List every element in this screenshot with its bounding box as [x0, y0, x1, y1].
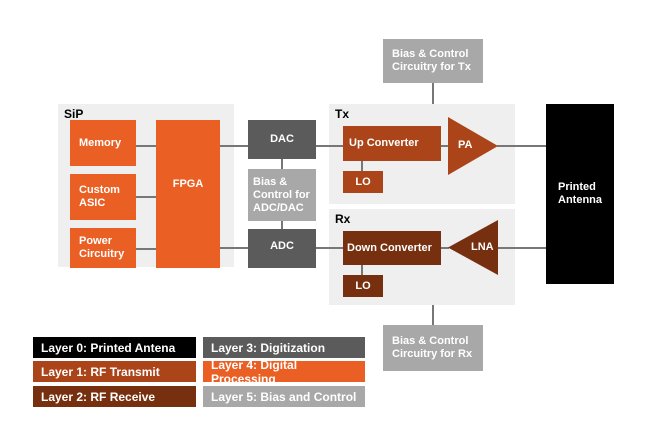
adc-downconv-line: [316, 247, 344, 249]
upconv-lo-line: [361, 161, 363, 173]
legend-label: Layer 1: RF Transmit: [41, 364, 160, 379]
adc-label: ADC: [270, 240, 294, 252]
memory-fpga-line: [136, 145, 156, 147]
memory-block: Memory: [70, 120, 136, 166]
legend-label: Layer 2: RF Receive: [41, 389, 156, 404]
lna-amplifier-icon: [448, 220, 498, 275]
lo-rx-label: LO: [355, 279, 371, 292]
legend-label: Layer 3: Digitization: [211, 340, 326, 355]
legend-item-layer-2: Layer 2: RF Receive: [33, 386, 196, 407]
lna-label: LNA: [471, 241, 494, 253]
sip-label: SiP: [64, 107, 84, 121]
upconv-pa-line: [441, 145, 449, 147]
fpga-block: FPGA: [156, 120, 220, 268]
printed-antenna-block: Printed Antenna: [546, 104, 614, 284]
fpga-label: FPGA: [172, 178, 204, 190]
bias-adc-dac-block: Bias & Control for ADC/DAC: [248, 169, 316, 221]
dac-upconv-line: [316, 145, 344, 147]
lo-rx-block: LO: [343, 275, 383, 297]
bias-adc-line: [281, 221, 283, 233]
custom-asic-label: Custom ASIC: [79, 184, 120, 209]
pa-antenna-line: [497, 145, 547, 147]
adc-block: ADC: [248, 229, 316, 268]
printed-antenna-label: Printed Antenna: [558, 181, 602, 206]
up-converter-label: Up Converter: [349, 137, 419, 149]
bias-tx-label: Bias & Control Circuitry for Tx: [392, 48, 471, 73]
pa-amplifier-icon: [448, 117, 498, 175]
bias-rx-block: Bias & Control Circuitry for Rx: [383, 325, 483, 371]
legend-item-layer-1: Layer 1: RF Transmit: [33, 361, 196, 382]
legend-item-layer-5: Layer 5: Bias and Control: [203, 386, 365, 407]
bias-adc-dac-label: Bias & Control for ADC/DAC: [253, 175, 310, 214]
down-converter-block: Down Converter: [343, 231, 441, 265]
bias-tx-block: Bias & Control Circuitry for Tx: [383, 39, 483, 83]
power-fpga-line: [136, 248, 156, 250]
legend-item-layer-4: Layer 4: Digital Processing: [203, 358, 365, 386]
rx-biasrx-line: [432, 305, 434, 325]
legend-label: Layer 5: Bias and Control: [211, 389, 357, 404]
lna-antenna-line: [497, 247, 547, 249]
legend-label: Layer 0: Printed Antena: [41, 340, 176, 355]
lo-tx-block: LO: [343, 171, 383, 193]
fpga-adc-line: [220, 247, 248, 249]
fpga-dac-line: [220, 145, 248, 147]
legend-item-layer-3: Layer 3: Digitization: [203, 337, 365, 358]
up-converter-block: Up Converter: [343, 126, 441, 161]
power-circuitry-block: Power Circuitry: [70, 228, 136, 268]
dac-label: DAC: [270, 133, 294, 145]
memory-label: Memory: [79, 136, 122, 149]
tx-label: Tx: [335, 107, 350, 121]
dac-block: DAC: [248, 120, 316, 159]
pa-label: PA: [458, 139, 473, 151]
down-converter-label: Down Converter: [347, 241, 432, 254]
legend-label: Layer 4: Digital Processing: [211, 357, 298, 386]
dac-bias-line: [281, 159, 283, 169]
power-circuitry-label: Power Circuitry: [79, 235, 125, 260]
downconv-lna-line: [441, 247, 449, 249]
asic-fpga-line: [136, 196, 156, 198]
rx-label: Rx: [335, 212, 351, 226]
biastx-tx-line: [432, 83, 434, 104]
legend-item-layer-0: Layer 0: Printed Antena: [33, 337, 196, 358]
custom-asic-block: Custom ASIC: [70, 174, 136, 220]
bias-rx-label: Bias & Control Circuitry for Rx: [392, 335, 473, 360]
lo-tx-label: LO: [355, 175, 371, 188]
downconv-lo-line: [361, 265, 363, 277]
